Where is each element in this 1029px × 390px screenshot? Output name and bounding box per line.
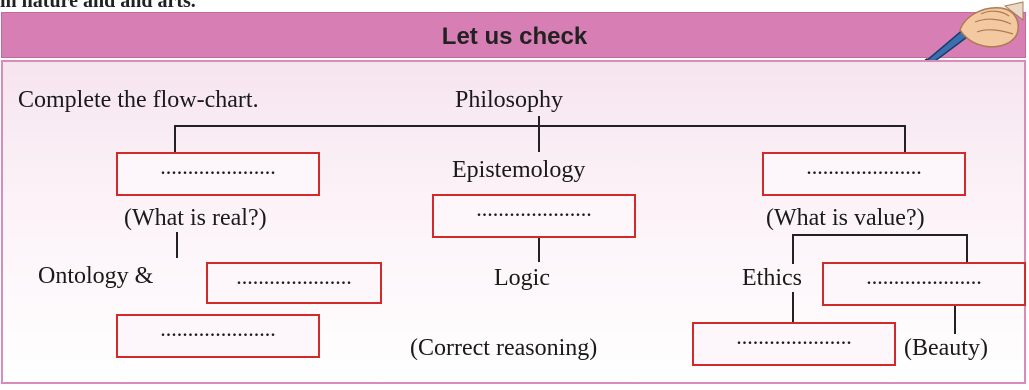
cut-off-text: in nature and and arts. <box>0 0 196 12</box>
middle-branch-line <box>538 125 540 152</box>
right-sub-branch-line <box>792 234 968 236</box>
blank-box-right-top[interactable]: ..................... <box>762 152 966 196</box>
blank-box-left-top[interactable]: ..................... <box>116 152 320 196</box>
root-connector <box>538 116 540 126</box>
ethics-label: Ethics <box>742 265 802 291</box>
blank-box-right-bottom[interactable]: ..................... <box>692 322 896 366</box>
right-question: (What is value?) <box>766 205 925 231</box>
correct-reasoning-note: (Correct reasoning) <box>410 335 598 361</box>
middle-down-connector <box>538 238 540 262</box>
epistemology-label: Epistemology <box>452 157 586 183</box>
beauty-label: (Beauty) <box>904 335 988 361</box>
beauty-connector <box>954 306 956 334</box>
blank-box-left-mid[interactable]: ..................... <box>206 262 382 304</box>
blank-box-right-mid[interactable]: ..................... <box>822 262 1026 306</box>
blank-box-middle[interactable]: ..................... <box>432 194 636 238</box>
right-branch-line <box>904 125 906 152</box>
logic-label: Logic <box>494 265 550 291</box>
section-title: Let us check <box>441 23 588 50</box>
left-down-connector <box>176 232 178 258</box>
blank-box-left-bottom[interactable]: ..................... <box>116 314 320 358</box>
left-question: (What is real?) <box>124 205 267 231</box>
writing-hand-icon <box>919 1 1024 64</box>
ontology-label: Ontology & <box>38 263 154 289</box>
top-branch-line <box>174 125 906 127</box>
right-sub-right-line <box>966 234 968 264</box>
right-sub-left-line <box>792 234 794 264</box>
ethics-down-connector <box>792 292 794 322</box>
instruction-text: Complete the flow-chart. <box>18 87 259 113</box>
left-branch-line <box>174 125 176 152</box>
section-banner: Let us check <box>1 12 1026 58</box>
root-node-philosophy: Philosophy <box>455 87 564 113</box>
